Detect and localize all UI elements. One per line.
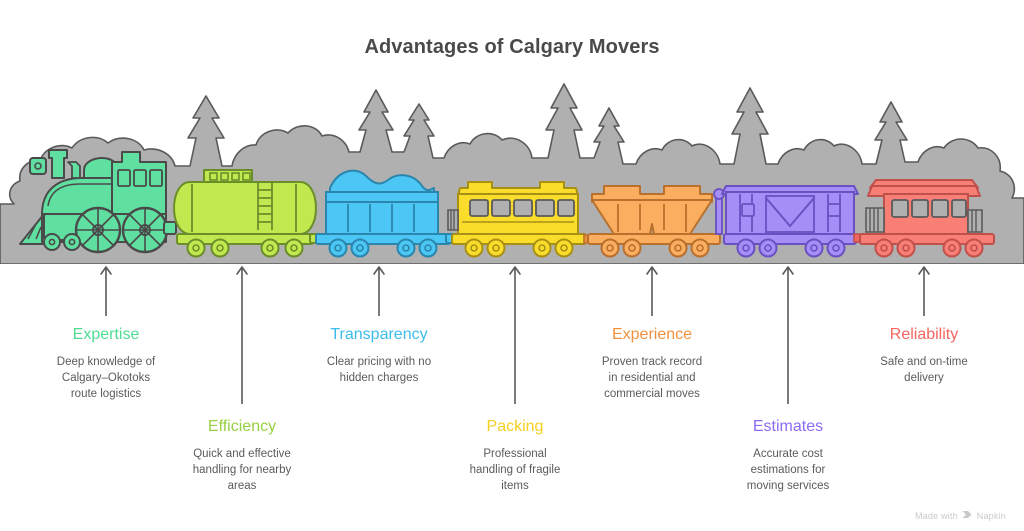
callout-title-efficiency: Efficiency xyxy=(207,418,277,435)
callout-efficiency: Efficiency Quick and effective handling … xyxy=(147,417,337,494)
callout-description-transparency: Clear pricing with no hidden charges xyxy=(326,356,432,384)
page-title: Advantages of Calgary Movers xyxy=(364,36,660,58)
callout-title-experience: Experience xyxy=(611,326,693,343)
callout-title-expertise: Expertise xyxy=(72,326,140,343)
callout-experience: Experience Proven track record in reside… xyxy=(557,325,747,402)
callout-description-estimates: Accurate cost estimations for moving ser… xyxy=(746,448,830,492)
callout-arrow-expertise xyxy=(99,264,113,316)
callout-arrow-transparency xyxy=(372,264,386,316)
callout-title-reliability: Reliability xyxy=(889,326,959,343)
callout-reliability: Reliability Safe and on-time delivery xyxy=(829,325,1019,386)
callout-transparency: Transparency Clear pricing with no hidde… xyxy=(284,325,474,386)
callout-arrow-packing xyxy=(508,264,522,404)
callout-arrow-efficiency xyxy=(235,264,249,404)
callout-title-estimates: Estimates xyxy=(752,418,824,435)
train-car-box-car xyxy=(721,185,867,258)
train-car-tank-car xyxy=(173,169,323,258)
train-car-passenger-coach xyxy=(447,181,596,258)
callout-description-expertise: Deep knowledge of Calgary–Okotoks route … xyxy=(56,356,156,400)
callout-description-experience: Proven track record in residential and c… xyxy=(601,356,703,400)
callout-arrow-estimates xyxy=(781,264,795,404)
watermark-made-with-label: Made with xyxy=(914,510,958,521)
callout-arrow-experience xyxy=(645,264,659,316)
callout-title-transparency: Transparency xyxy=(330,326,428,343)
watermark-brand-label: Napkin xyxy=(976,510,1006,521)
train-car-caboose xyxy=(859,179,995,258)
callout-expertise: Expertise Deep knowledge of Calgary–Okot… xyxy=(11,325,201,402)
train-scene xyxy=(0,74,1024,264)
napkin-watermark[interactable]: Made with Napkin xyxy=(915,510,1006,521)
callout-title-packing: Packing xyxy=(486,418,544,435)
callout-description-packing: Professional handling of fragile items xyxy=(469,448,561,492)
callout-estimates: Estimates Accurate cost estimations for … xyxy=(693,417,883,494)
train-car-steam-locomotive xyxy=(19,149,177,254)
napkin-logo-icon xyxy=(962,510,973,521)
callout-description-efficiency: Quick and effective handling for nearby … xyxy=(192,448,292,492)
train-car-hopper-car xyxy=(587,185,725,258)
callout-arrow-reliability xyxy=(917,264,931,316)
train-car-gondola-car xyxy=(315,169,459,258)
callout-description-reliability: Safe and on-time delivery xyxy=(880,356,968,384)
callout-packing: Packing Professional handling of fragile… xyxy=(420,417,610,494)
